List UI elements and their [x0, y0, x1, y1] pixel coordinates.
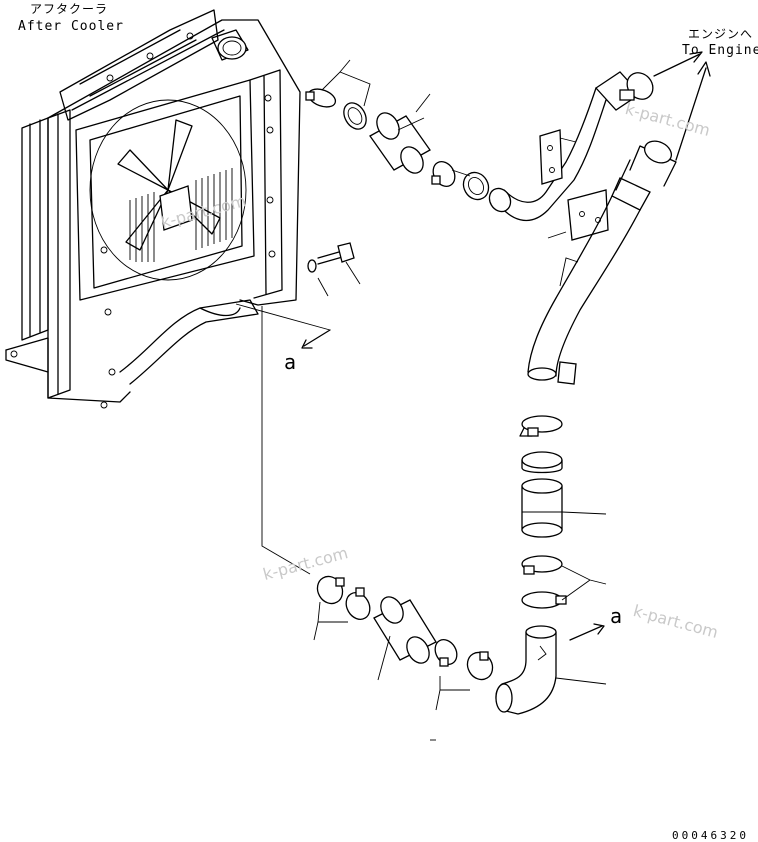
lower-left-hose-set: [235, 303, 494, 741]
after-cooler-assembly: [5, 9, 361, 409]
upper-hose-set: [305, 51, 703, 241]
section-a-right-label: a: [610, 604, 623, 628]
drawing-number: 00046320: [672, 829, 749, 842]
lower-right-hose-stack: [495, 415, 607, 715]
section-a-left-label: a: [284, 350, 297, 374]
to-engine-label-jp: エンジンへ: [688, 27, 754, 41]
after-cooler-label-jp: アフタクーラ: [30, 2, 109, 16]
after-cooler-label-en: After Cooler: [18, 19, 124, 34]
to-engine-label-en: To Engine: [682, 43, 758, 58]
return-pipe: [527, 61, 711, 385]
